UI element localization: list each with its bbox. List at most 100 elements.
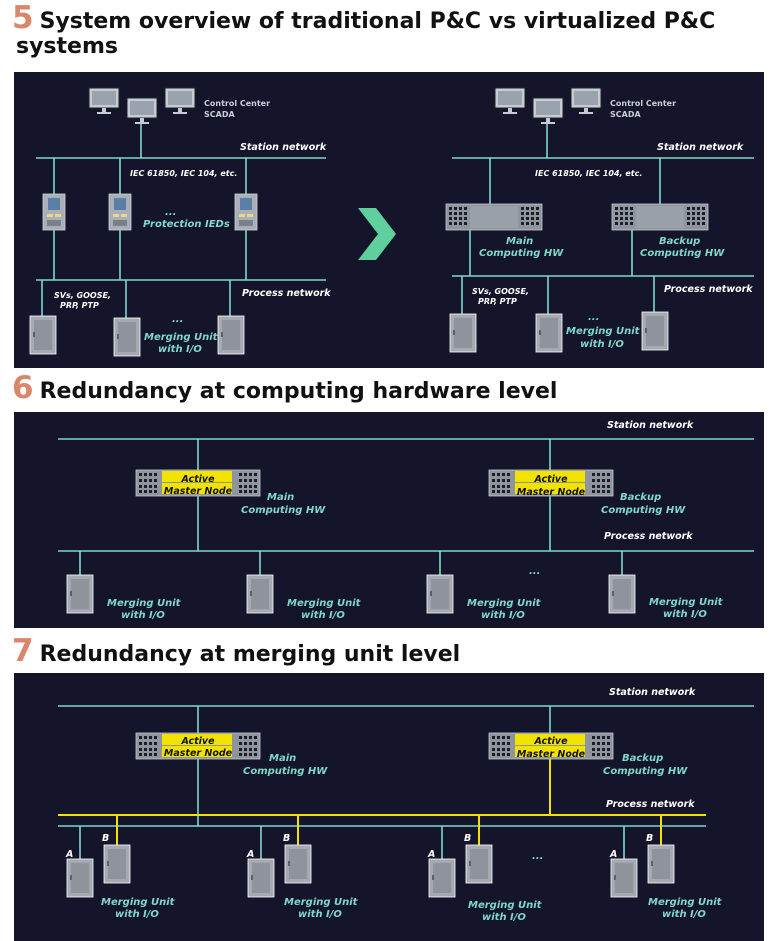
section-title-cont: systems (16, 34, 118, 59)
merging-unit-label-2: with I/O (158, 344, 202, 355)
protection-ied (42, 193, 66, 231)
merging-unit (641, 311, 669, 351)
protocols-bottom-2: PRP, PTP (60, 301, 99, 310)
backup-label-2: Computing HW (603, 766, 688, 777)
merging-unit (246, 574, 274, 614)
merging-unit-label-2: with I/O (481, 610, 525, 621)
merging-unit-label-2: with I/O (301, 610, 345, 621)
merging-unit-label-2: with I/O (662, 909, 706, 920)
section-number: 6 (12, 370, 34, 406)
backup-label: Backup (622, 753, 663, 764)
protocols-bottom-1: SVs, GOOSE, (54, 291, 111, 300)
protocols-label: IEC 61850, IEC 104, etc. (130, 169, 237, 178)
main-label: Main (267, 492, 294, 503)
merging-unit-label-2: with I/O (115, 909, 159, 920)
control-center-label: Control Center (204, 99, 270, 108)
main-label-2: Computing HW (243, 766, 328, 777)
ellipsis: ... (532, 851, 543, 862)
ellipsis: ... (165, 207, 176, 218)
merging-unit-label: Merging Unit (101, 897, 176, 908)
b-label: B (283, 833, 290, 844)
merging-unit-a (66, 858, 94, 898)
merging-unit (113, 317, 141, 357)
merging-unit-b (647, 844, 675, 884)
merging-unit (535, 313, 563, 353)
process-network-label: Process network (242, 288, 331, 299)
protocols-bottom-1: SVs, GOOSE, (472, 287, 529, 296)
arrow-right-icon (358, 208, 396, 260)
station-network-label: Station network (607, 420, 694, 431)
merging-unit (608, 574, 636, 614)
b-label: B (646, 833, 653, 844)
main-label: Main (269, 753, 296, 764)
merging-unit-b (284, 844, 312, 884)
diagram-hw-redundancy: Station network Active Master Node Activ… (14, 412, 764, 628)
active-label: Active (180, 736, 215, 747)
protocols-label: IEC 61850, IEC 104, etc. (535, 169, 642, 178)
station-network-label: Station network (657, 142, 744, 153)
protection-ied (108, 193, 132, 231)
merging-unit-a (610, 858, 638, 898)
protocols-bottom-2: PRP, PTP (478, 297, 517, 306)
section-number: 7 (12, 633, 34, 669)
section-title: Redundancy at merging unit level (39, 642, 461, 667)
merging-unit-label: Merging Unit (649, 597, 724, 608)
merging-unit-a (247, 858, 275, 898)
merging-unit-label: Merging Unit (648, 897, 723, 908)
merging-unit-label: Merging Unit (287, 598, 362, 609)
station-network-label: Station network (240, 142, 327, 153)
merging-unit-label: Merging Unit (468, 900, 543, 911)
control-center-monitors (494, 87, 602, 125)
a-label: A (427, 849, 435, 860)
section-number: 5 (12, 0, 34, 36)
control-center-label: Control Center (610, 99, 676, 108)
process-network-label: Process network (604, 531, 693, 542)
main-hw-label: Main (506, 236, 533, 247)
diagram-traditional-vs-virtualized: Control Center SCADA Station network IEC… (14, 72, 764, 368)
ellipsis: ... (172, 314, 183, 325)
main-hw-label-2: Computing HW (479, 248, 564, 259)
station-network-label: Station network (609, 687, 696, 698)
merging-unit (29, 315, 57, 355)
process-network-label: Process network (606, 799, 695, 810)
section-title: Redundancy at computing hardware level (39, 379, 558, 404)
merging-unit-label-2: with I/O (580, 339, 624, 350)
diagram-mu-redundancy: Station network Active Master Node Activ… (14, 673, 764, 941)
active-label: Active (533, 736, 568, 747)
merging-unit-label-2: with I/O (298, 909, 342, 920)
section-title: System overview of traditional P&C vs vi… (39, 9, 716, 34)
merging-unit (426, 574, 454, 614)
ellipsis: ... (588, 312, 599, 323)
a-label: A (246, 849, 254, 860)
a-label: A (609, 849, 617, 860)
b-label: B (464, 833, 471, 844)
master-node-label: Master Node (164, 748, 233, 759)
process-network-label: Process network (664, 284, 753, 295)
master-node-label: Master Node (517, 487, 586, 498)
merging-unit-a (428, 858, 456, 898)
merging-unit-label-2: with I/O (663, 609, 707, 620)
scada-label: SCADA (204, 110, 235, 119)
merging-unit-label-2: with I/O (121, 610, 165, 621)
merging-unit-b (103, 844, 131, 884)
merging-unit-label: Merging Unit (284, 897, 359, 908)
b-label: B (102, 833, 109, 844)
active-label: Active (533, 474, 568, 485)
merging-unit (217, 315, 245, 355)
ellipsis: ... (529, 566, 540, 577)
main-computing-server (445, 203, 543, 231)
scada-label: SCADA (610, 110, 641, 119)
merging-unit-label: Merging Unit (467, 598, 542, 609)
a-label: A (65, 849, 73, 860)
merging-unit-label: Merging Unit (144, 332, 219, 343)
merging-unit (449, 313, 477, 353)
master-node-label: Master Node (517, 749, 586, 760)
merging-unit (66, 574, 94, 614)
merging-unit-b (465, 844, 493, 884)
protection-ieds-label: Protection IEDs (143, 219, 230, 230)
backup-label: Backup (620, 492, 661, 503)
backup-hw-label: Backup (659, 236, 700, 247)
